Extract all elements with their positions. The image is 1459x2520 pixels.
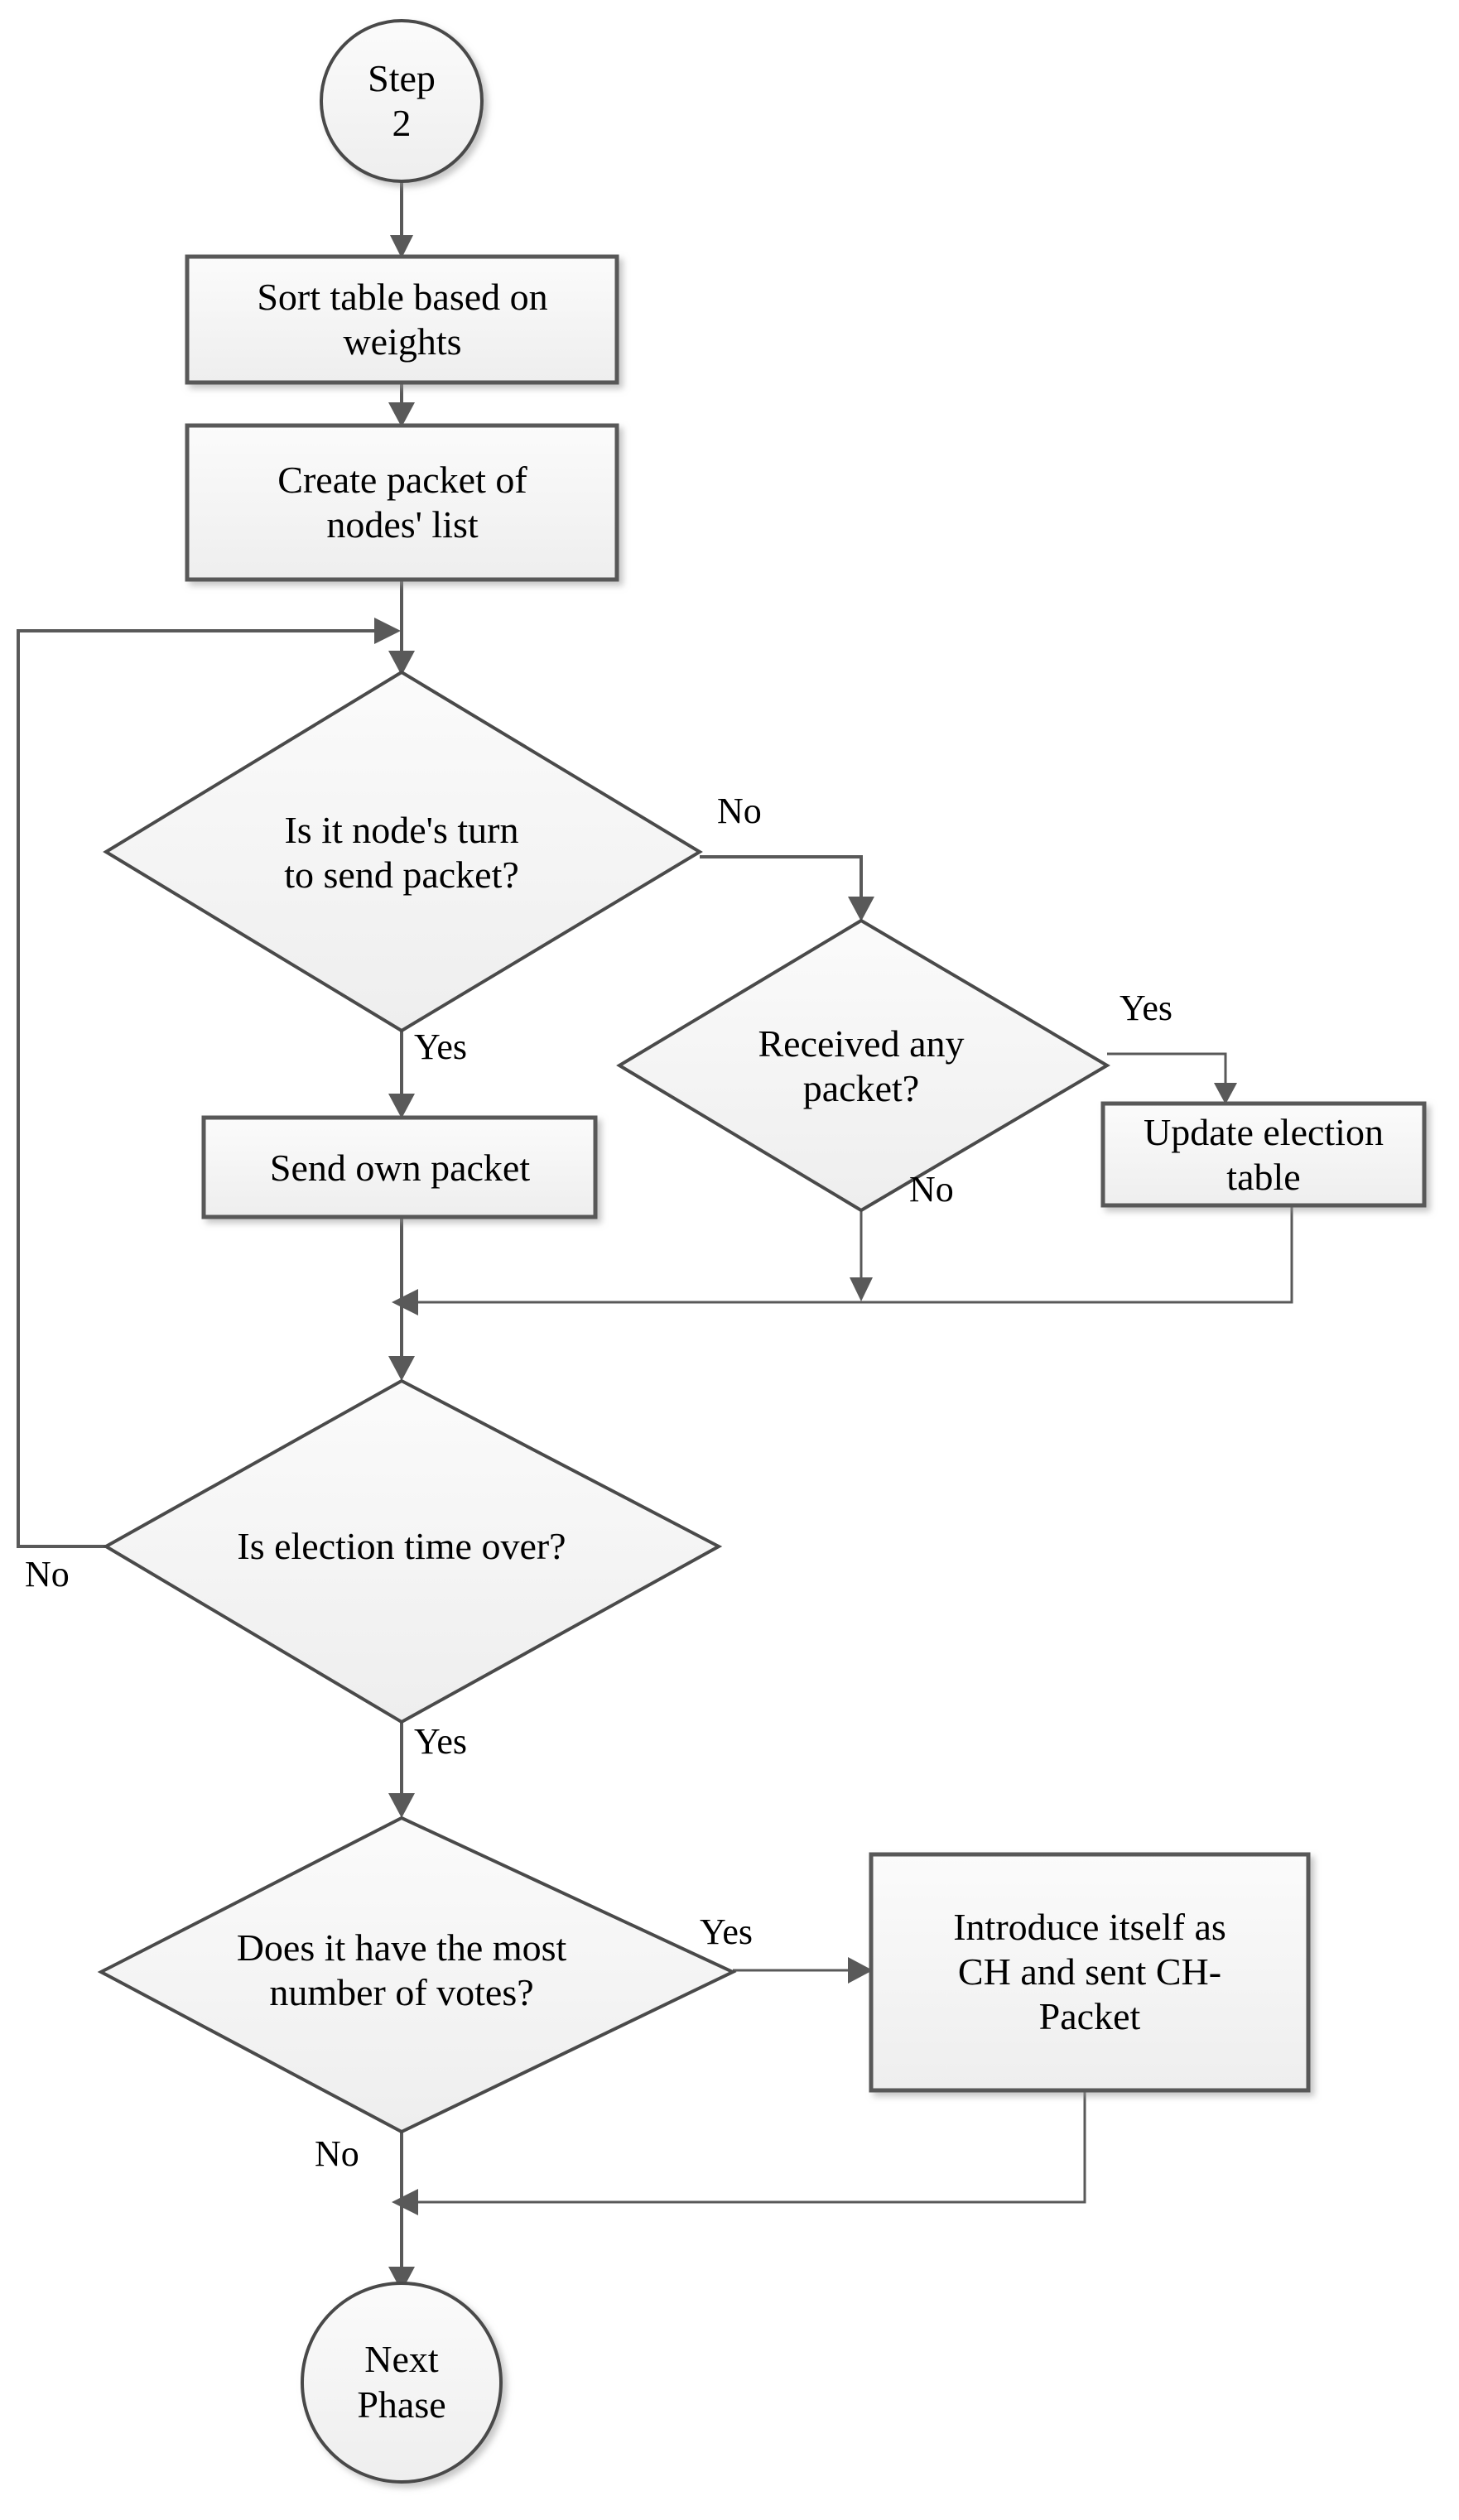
node-create-shape[interactable] [185,423,619,582]
node-next-shape[interactable] [301,2282,503,2484]
edge-label-received-no: No [909,1169,954,1210]
edge-label-turn-no: No [717,791,762,831]
node-introduce-shape[interactable] [869,1852,1311,2093]
edge-turn-yes [388,1031,415,1118]
edge-sort-to-create [388,382,415,427]
edge-label-received-yes: Yes [1120,988,1173,1028]
edge-label-mostvotes-no: No [315,2133,359,2174]
node-turn-shape[interactable] [103,670,703,1033]
edge-received-yes [1107,1052,1237,1104]
edge-update-to-merge [392,1205,1293,1315]
edge-received-no [850,1210,873,1301]
node-mostvotes-shape[interactable] [97,1815,737,2134]
edge-label-timeover-yes: Yes [414,1721,468,1762]
edge-mostvotes-yes [733,1957,873,1984]
edge-mostvotes-no [388,2132,415,2292]
edge-label-timeover-no: No [25,1554,70,1594]
node-sort-shape[interactable] [185,254,619,385]
node-send-shape[interactable] [201,1115,598,1219]
edge-introduce-to-next [392,2090,1086,2215]
node-update-shape[interactable] [1100,1101,1427,1208]
edge-label-mostvotes-yes: Yes [700,1912,754,1952]
node-timeover-shape[interactable] [102,1378,723,1724]
node-start-shape[interactable] [320,19,484,183]
edge-timeover-no-loopback [17,618,401,1548]
edge-turn-no [700,855,874,921]
edge-send-to-timeover [388,1217,415,1381]
edge-label-turn-yes: Yes [414,1027,468,1067]
edge-create-to-turn [388,580,415,676]
edge-timeover-yes [388,1722,415,1818]
node-received-shape[interactable] [616,918,1110,1213]
